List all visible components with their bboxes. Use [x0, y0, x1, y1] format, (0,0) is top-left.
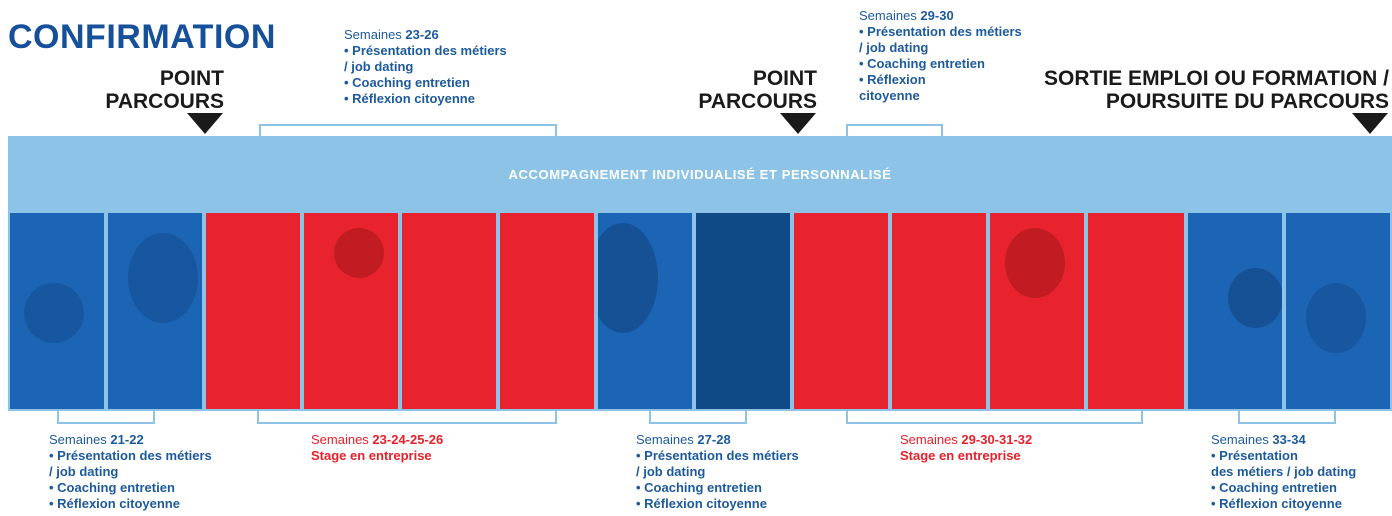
accompagnement-band: ACCOMPAGNEMENT INDIVIDUALISÉ ET PERSONNA…	[8, 136, 1392, 211]
note-line: • Coaching entretien	[49, 480, 175, 495]
photo-shape	[128, 233, 198, 323]
arrow-down-icon	[780, 113, 816, 134]
point-label-line: SORTIE EMPLOI OU FORMATION /	[1044, 67, 1389, 90]
note-weeks: 21-22	[110, 432, 144, 447]
note-line: • Réflexion citoyenne	[636, 496, 767, 511]
note-head: Semaines 29-30-31-32	[900, 432, 1032, 448]
photo-tile	[500, 213, 594, 409]
point-label-line: POINT	[752, 67, 817, 90]
note-prefix: Semaines	[636, 432, 698, 447]
note-head: Semaines 23-24-25-26	[311, 432, 443, 448]
photo-tile	[206, 213, 300, 409]
point-parcours-2: POINT PARCOURS	[698, 67, 817, 113]
note-line: • Réflexion citoyenne	[344, 91, 475, 106]
point-label-line: POURSUITE DU PARCOURS	[1105, 90, 1389, 113]
note-weeks: 23-24-25-26	[372, 432, 444, 447]
note-weeks-27-28: Semaines 27-28 • Présentation des métier…	[636, 432, 799, 512]
point-label-line: PARCOURS	[105, 90, 224, 113]
note-weeks-23-26: Semaines 23-26 • Présentation des métier…	[344, 27, 507, 107]
note-line: • Réflexion citoyenne	[49, 496, 180, 511]
photo-tile	[1188, 213, 1282, 409]
note-head: Semaines 21-22	[49, 432, 212, 448]
point-parcours-1: POINT PARCOURS	[105, 67, 224, 113]
note-weeks: 29-30-31-32	[961, 432, 1033, 447]
photo-tile	[108, 213, 202, 409]
note-weeks: 33-34	[1272, 432, 1306, 447]
note-head: Semaines 33-34	[1211, 432, 1356, 448]
note-line: • Coaching entretien	[636, 480, 762, 495]
photo-tile	[794, 213, 888, 409]
arrow-down-icon	[1352, 113, 1388, 134]
bracket-weeks-21-22	[57, 411, 155, 424]
photo-tile	[990, 213, 1084, 409]
photo-shape	[1228, 268, 1282, 328]
photo-tile	[598, 213, 692, 409]
photo-tile	[1286, 213, 1390, 409]
note-prefix: Semaines	[900, 432, 962, 447]
note-line: • Présentation	[1211, 448, 1298, 463]
note-line: • Réflexion	[859, 72, 926, 87]
note-prefix: Semaines	[311, 432, 373, 447]
note-line: • Présentation des métiers	[49, 448, 212, 463]
note-line: • Présentation des métiers	[859, 24, 1022, 39]
note-weeks-29-30-31-32: Semaines 29-30-31-32 Stage en entreprise	[900, 432, 1032, 464]
note-line: / job dating	[344, 59, 414, 74]
band-label: ACCOMPAGNEMENT INDIVIDUALISÉ ET PERSONNA…	[508, 167, 892, 182]
note-line: • Présentation des métiers	[636, 448, 799, 463]
point-label-line: POINT	[159, 67, 224, 90]
page-title: CONFIRMATION	[8, 18, 276, 56]
note-weeks: 29-30	[920, 8, 954, 23]
note-weeks-33-34: Semaines 33-34 • Présentation des métier…	[1211, 432, 1356, 512]
note-line: Stage en entreprise	[900, 448, 1021, 463]
photo-strip	[8, 211, 1392, 411]
photo-tile	[304, 213, 398, 409]
arrow-down-icon	[187, 113, 223, 134]
photo-tile	[892, 213, 986, 409]
note-weeks-29-30: Semaines 29-30 • Présentation des métier…	[859, 8, 1022, 104]
point-sortie: SORTIE EMPLOI OU FORMATION / POURSUITE D…	[1044, 67, 1389, 113]
note-line: / job dating	[859, 40, 929, 55]
photo-shape	[598, 223, 658, 333]
photo-tile	[402, 213, 496, 409]
note-line: • Coaching entretien	[1211, 480, 1337, 495]
note-weeks-23-24-25-26: Semaines 23-24-25-26 Stage en entreprise	[311, 432, 443, 464]
note-line: Stage en entreprise	[311, 448, 432, 463]
note-line: • Réflexion citoyenne	[1211, 496, 1342, 511]
point-label-line: PARCOURS	[698, 90, 817, 113]
bracket-weeks-23-24-25-26	[257, 411, 557, 424]
bracket-weeks-29-30-31-32	[846, 411, 1143, 424]
photo-tile	[10, 213, 104, 409]
photo-shape	[334, 228, 384, 278]
note-head: Semaines 29-30	[859, 8, 1022, 24]
note-prefix: Semaines	[1211, 432, 1273, 447]
bracket-weeks-29-30	[846, 124, 943, 136]
photo-shape	[1005, 228, 1065, 298]
note-line: / job dating	[636, 464, 706, 479]
note-weeks: 27-28	[697, 432, 731, 447]
note-line: • Présentation des métiers	[344, 43, 507, 58]
photo-shape	[24, 283, 84, 343]
note-head: Semaines 27-28	[636, 432, 799, 448]
note-weeks-21-22: Semaines 21-22 • Présentation des métier…	[49, 432, 212, 512]
note-head: Semaines 23-26	[344, 27, 507, 43]
note-line: • Coaching entretien	[859, 56, 985, 71]
note-line: • Coaching entretien	[344, 75, 470, 90]
bracket-weeks-33-34	[1238, 411, 1336, 424]
note-line: / job dating	[49, 464, 119, 479]
note-prefix: Semaines	[49, 432, 111, 447]
photo-tile	[696, 213, 790, 409]
note-line: citoyenne	[859, 88, 920, 103]
note-line: des métiers / job dating	[1211, 464, 1357, 479]
bracket-weeks-23-26	[259, 124, 557, 136]
note-prefix: Semaines	[859, 8, 921, 23]
photo-shape	[1306, 283, 1366, 353]
note-prefix: Semaines	[344, 27, 406, 42]
note-weeks: 23-26	[405, 27, 439, 42]
photo-tile	[1088, 213, 1184, 409]
bracket-weeks-27-28	[649, 411, 747, 424]
